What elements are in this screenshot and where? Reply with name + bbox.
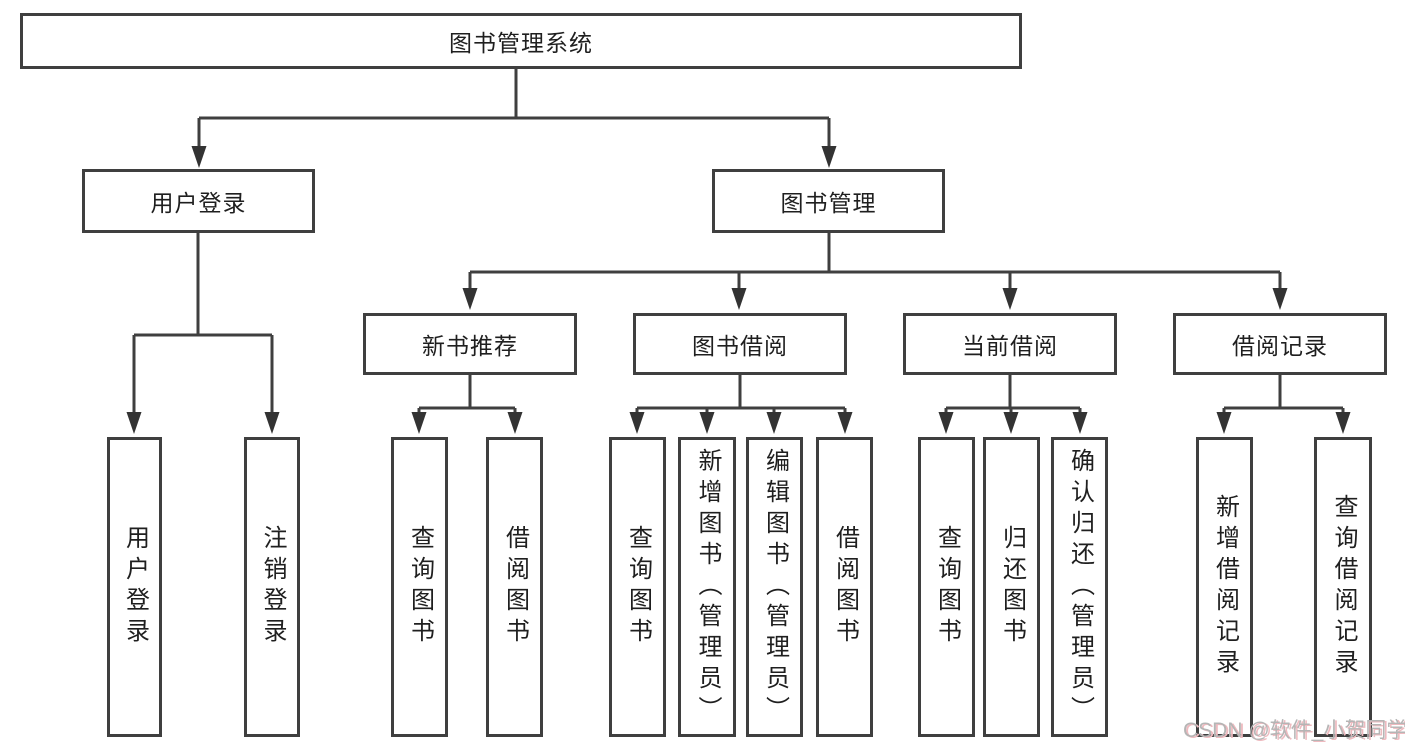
node-leaf-user-login: 用户登录 [107,437,162,737]
arrowhead-icon [1272,288,1288,310]
node-book-borrow: 图书借阅 [633,313,847,375]
node-label: 查询借阅记录 [1330,494,1357,680]
node-leaf-query-books: 查询图书 [918,437,975,737]
node-borrow-records: 借阅记录 [1173,313,1387,375]
arrowhead-icon [1216,412,1232,434]
node-leaf-query-borrow-record: 查询借阅记录 [1314,437,1372,737]
node-leaf-query-books: 查询图书 [391,437,448,737]
connector-login-to-children [132,233,274,413]
node-label: 当前借阅 [962,333,1058,359]
watermark: CSDN @软件_小贺同学 [1183,719,1405,742]
arrowhead-icon [629,412,645,434]
node-label: 查询图书 [406,525,434,649]
node-new-book-recommend: 新书推荐 [363,313,577,375]
node-library-management-system: 图书管理系统 [20,13,1022,69]
arrowhead-icon [411,412,427,434]
node-leaf-borrow-books: 借阅图书 [816,437,873,737]
arrowhead-icon [699,412,715,434]
node-label: 确认归还（管理员） [1066,447,1094,727]
node-label: 借阅图书 [831,525,859,649]
node-label: 查询图书 [624,525,652,649]
arrowhead-icon [191,146,207,168]
node-label: 图书管理 [780,190,877,216]
arrowhead-icon [938,412,954,434]
node-label: 借阅图书 [501,525,529,649]
arrowhead-icon [126,412,142,434]
node-label: 借阅记录 [1232,333,1328,359]
arrowhead-icon [1003,412,1019,434]
node-leaf-return-books: 归还图书 [983,437,1040,737]
node-label: 查询图书 [933,525,961,649]
arrowhead-icon [462,288,478,310]
node-leaf-borrow-books: 借阅图书 [486,437,543,737]
node-leaf-add-books-admin: 新增图书（管理员） [678,437,736,737]
connector-newrec-to-children [417,375,517,414]
arrowhead-icon [1002,288,1018,310]
node-leaf-add-borrow-record: 新增借阅记录 [1196,437,1253,737]
node-label: 用户登录 [121,525,149,649]
node-current-borrow: 当前借阅 [903,313,1117,375]
connector-root-to-level2 [197,69,831,147]
node-label: 归还图书 [998,525,1026,649]
node-label: 新书推荐 [422,333,518,359]
connector-borrow-to-children [635,375,847,414]
node-label: 图书借阅 [692,333,788,359]
node-leaf-logout: 注销登录 [244,437,300,737]
node-book-management: 图书管理 [712,169,945,233]
arrowhead-icon [1335,412,1351,434]
connector-mgmt-to-level3 [468,233,1282,289]
node-label: 注销登录 [259,525,286,649]
arrowhead-icon [837,412,853,434]
node-label: 图书管理系统 [449,30,593,56]
node-leaf-confirm-return-admin: 确认归还（管理员） [1051,437,1108,737]
connector-record-to-children [1222,375,1345,414]
arrowhead-icon [731,288,747,310]
node-label: 新增图书（管理员） [694,447,721,727]
arrowhead-icon [1072,412,1088,434]
arrowhead-icon [507,412,523,434]
node-leaf-query-books: 查询图书 [609,437,666,737]
node-label: 用户登录 [150,190,247,216]
arrowhead-icon [821,146,837,168]
node-leaf-edit-books-admin: 编辑图书（管理员） [746,437,803,737]
node-label: 新增借阅记录 [1211,494,1239,680]
connector-current-to-children [944,375,1082,414]
node-user-login: 用户登录 [82,169,315,233]
arrowhead-icon [766,412,782,434]
node-label: 编辑图书（管理员） [761,447,789,727]
arrowhead-icon [264,412,280,434]
